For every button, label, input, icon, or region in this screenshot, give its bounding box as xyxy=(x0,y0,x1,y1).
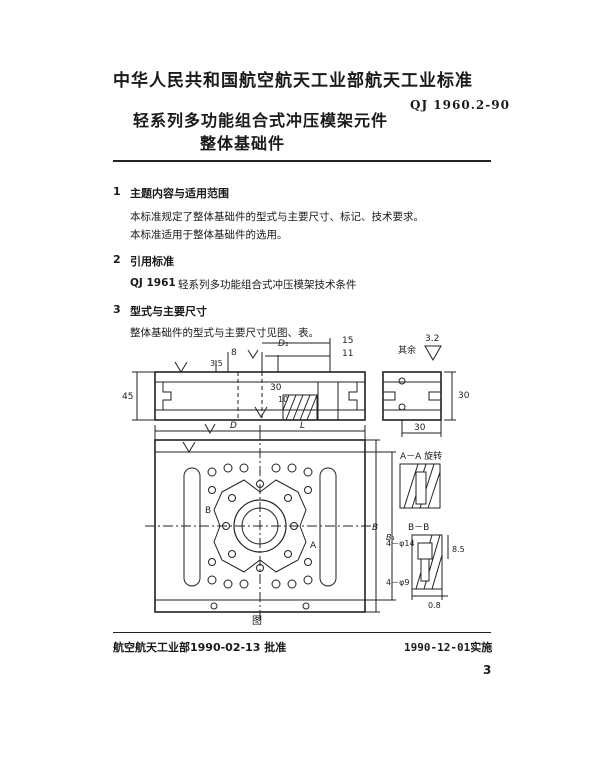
label-b1: B₁ xyxy=(386,533,395,542)
section-a-a-view xyxy=(399,463,441,509)
section-1-heading: 主题内容与适用范围 xyxy=(130,187,229,200)
side-view xyxy=(382,345,456,437)
label-d1: D₁ xyxy=(278,339,289,349)
header-rule xyxy=(113,160,491,162)
section-1-number: 1 xyxy=(113,185,121,198)
section-3-heading: 型式与主要尺寸 xyxy=(130,305,207,318)
front-elevation-view xyxy=(132,338,366,421)
approval-text: 航空航天工业部1990-02-13 批准 xyxy=(113,641,287,654)
section-1-paragraph-2: 本标准适用于整体基础件的选用。 xyxy=(130,229,288,241)
label-rest: 其余 xyxy=(398,344,416,356)
label-0-8: 0.8 xyxy=(428,601,441,610)
label-section-aa: A－A 旋转 xyxy=(400,450,442,462)
section-b-b-view xyxy=(411,534,449,600)
label-b: B xyxy=(372,523,378,533)
label-3-5: 3.5 xyxy=(210,359,223,368)
label-phi9: 4－φ9 xyxy=(386,578,409,587)
reference-title: 轻系列多功能组合式冲压模架技术条件 xyxy=(178,279,357,291)
label-8-5: 8.5 xyxy=(452,545,465,554)
footer-rule xyxy=(113,632,491,633)
label-8: 8 xyxy=(231,348,237,358)
section-3-number: 3 xyxy=(113,303,121,316)
plan-view xyxy=(145,423,396,620)
label-roughness: 3.2 xyxy=(425,334,439,344)
label-11: 11 xyxy=(342,349,353,359)
label-30-side: 30 xyxy=(458,391,470,401)
reference-code: QJ 1961 xyxy=(130,277,176,289)
figure-caption: 图 xyxy=(252,615,262,627)
section-1-paragraph-1: 本标准规定了整体基础件的型式与主要尺寸、标记、技术要求。 xyxy=(130,211,424,223)
label-phi14: 4－φ14 xyxy=(386,539,415,548)
section-2-heading: 引用标准 xyxy=(130,255,174,268)
organization-title: 中华人民共和国航空航天工业部航天工业标准 xyxy=(113,71,473,91)
label-10: 10 xyxy=(278,395,288,404)
label-section-bb: B－B xyxy=(408,523,429,533)
page-number: 3 xyxy=(483,663,492,677)
implementation-text: 1990-12-01实施 xyxy=(404,641,493,654)
standard-code: QJ 1960.2-90 xyxy=(410,98,510,112)
document-title-line2: 整体基础件 xyxy=(200,134,286,153)
label-mark-a: A xyxy=(310,541,317,551)
section-2-number: 2 xyxy=(113,253,121,266)
label-l: L xyxy=(300,421,305,431)
label-d: D xyxy=(230,421,237,431)
label-30-bottom: 30 xyxy=(414,423,426,433)
document-title-line1: 轻系列多功能组合式冲压模架元件 xyxy=(133,111,389,130)
label-45: 45 xyxy=(122,392,133,402)
label-15: 15 xyxy=(342,336,353,346)
label-mark-b: B xyxy=(205,506,211,516)
section-3-paragraph-1: 整体基础件的型式与主要尺寸见图、表。 xyxy=(130,327,319,339)
label-30-center: 30 xyxy=(270,383,282,393)
